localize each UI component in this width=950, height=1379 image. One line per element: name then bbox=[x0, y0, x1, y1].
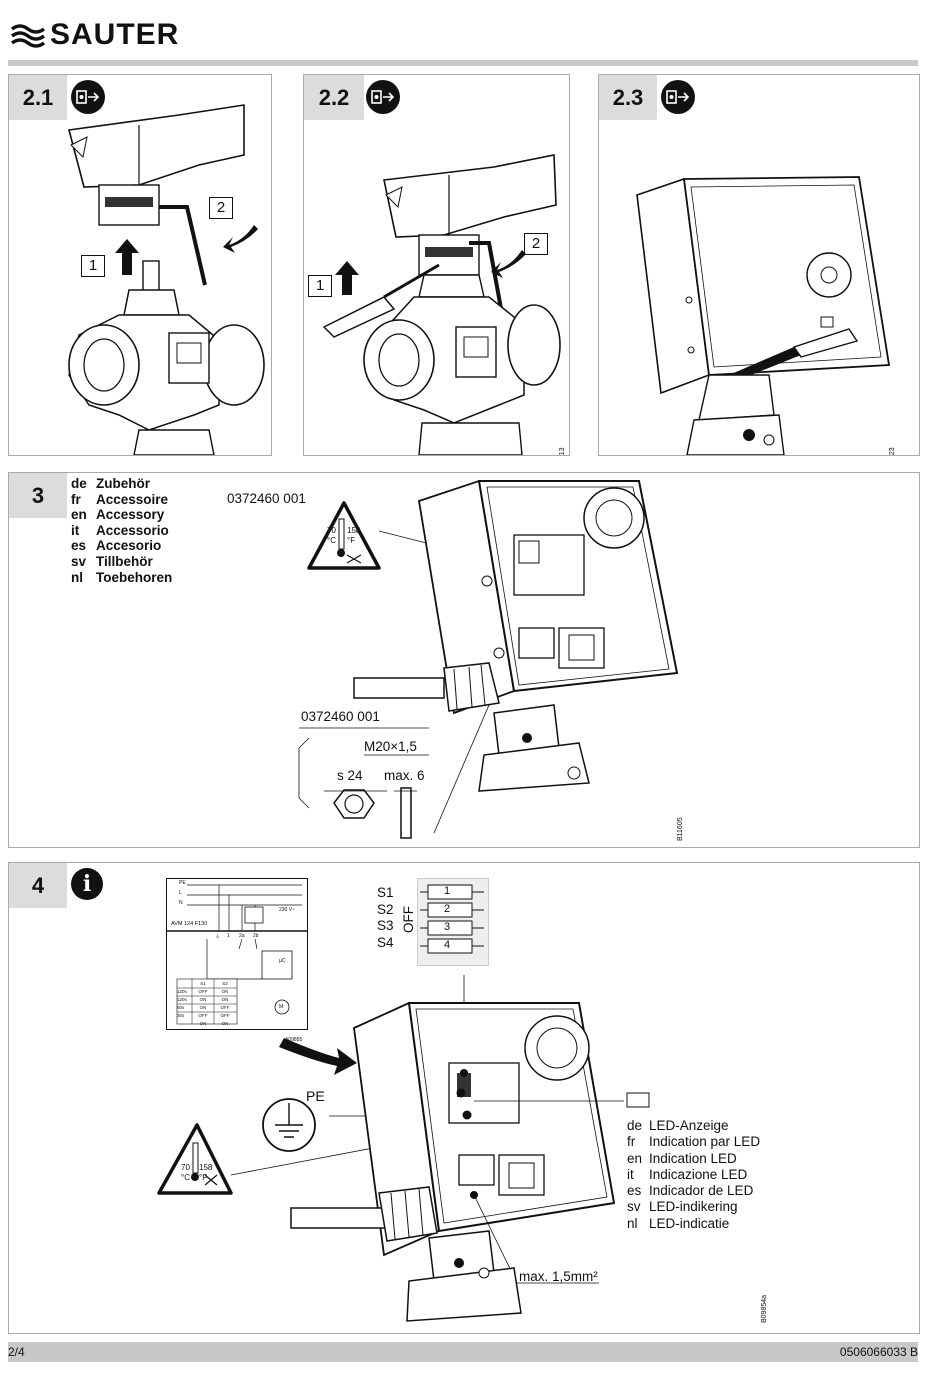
sauter-logo: SAUTER bbox=[10, 18, 179, 52]
switch-labels: S1 S2 S3 S4 bbox=[377, 885, 394, 951]
step-number: 2.1 bbox=[9, 75, 67, 120]
step-label-2: 2 bbox=[524, 233, 548, 255]
step-number: 2.2 bbox=[304, 75, 364, 120]
part-number-top: 0372460 001 bbox=[227, 491, 306, 506]
housing-open-drawing bbox=[636, 176, 891, 455]
diagram-l: L bbox=[179, 890, 182, 896]
panel-2-1: 2.1 1 2 bbox=[8, 74, 272, 456]
diagram-n: N bbox=[179, 900, 183, 906]
disconnect-power-icon bbox=[71, 80, 105, 114]
diagram-uc: µC bbox=[279, 958, 286, 964]
thread-size: M20×1,5 bbox=[364, 739, 417, 754]
panel-4-settings: 4 i PE L N 230 V~ AVM 124 F130 ⏚ 1 2a 2b… bbox=[8, 862, 920, 1334]
pe-label: PE bbox=[306, 1088, 325, 1104]
dip-switch-2[interactable]: 2 bbox=[444, 903, 451, 915]
step-label-1: 1 bbox=[308, 275, 332, 297]
diagram-terminal: 2b bbox=[253, 933, 259, 939]
brand-name: SAUTER bbox=[50, 18, 180, 51]
part-number-bottom: 0372460 001 bbox=[301, 709, 380, 724]
diagram-terminal: ⏚ bbox=[215, 934, 221, 940]
step-number: 2.3 bbox=[599, 75, 657, 120]
temp-celsius: 70 bbox=[181, 1163, 190, 1172]
dip-switch-3[interactable]: 3 bbox=[444, 921, 451, 933]
switch-label: S2 bbox=[377, 901, 394, 917]
unit-celsius: °C bbox=[327, 536, 336, 545]
drawing-code: B09854a bbox=[761, 1294, 768, 1323]
screwdriver-release-drawing bbox=[322, 154, 561, 455]
temp-fahrenheit: 158 bbox=[347, 526, 361, 535]
document-number: 0506066033 B bbox=[839, 1345, 918, 1359]
drawing-code: B11605 bbox=[677, 817, 684, 841]
diagram-voltage: 230 V~ bbox=[279, 907, 295, 913]
wire-size: max. 1,5mm² bbox=[519, 1269, 598, 1284]
dip-switch-block[interactable]: 1 2 3 4 bbox=[417, 878, 489, 966]
switch-label: S1 bbox=[377, 885, 394, 900]
info-icon: i bbox=[71, 868, 103, 900]
disconnect-power-icon bbox=[366, 80, 400, 114]
step-number: 4 bbox=[9, 863, 67, 908]
dip-switch-1[interactable]: 1 bbox=[444, 885, 451, 897]
drawing-code: 723 bbox=[889, 447, 896, 456]
step-number: 3 bbox=[9, 473, 67, 518]
step-label-2: 2 bbox=[209, 197, 233, 219]
panel-2-3: 2.3 723 bbox=[598, 74, 920, 456]
page-number: 2/4 bbox=[8, 1345, 25, 1359]
wiring-diagram: PE L N 230 V~ AVM 124 F130 ⏚ 1 2a 2b µC … bbox=[166, 878, 308, 1043]
diagram-m: M bbox=[279, 1004, 284, 1010]
max-thickness: max. 6 bbox=[384, 768, 425, 783]
diagram-terminal: 2a bbox=[239, 933, 245, 939]
footer-bar: 2/4 0506066033 B bbox=[8, 1342, 918, 1362]
switch-label: S3 bbox=[377, 918, 394, 933]
unit-fahrenheit: °F bbox=[199, 1173, 208, 1182]
temp-celsius: 70 bbox=[327, 526, 336, 535]
diagram-code: A09855 bbox=[285, 1037, 303, 1043]
dip-switch-4[interactable]: 4 bbox=[444, 939, 451, 951]
diagram-pe: PE bbox=[179, 880, 186, 886]
step-label-1: 1 bbox=[81, 255, 105, 277]
accessory-installation-drawing bbox=[298, 479, 679, 839]
switch-label: S4 bbox=[377, 934, 394, 950]
disconnect-power-icon bbox=[661, 80, 695, 114]
drawing-code: 3413 bbox=[559, 447, 566, 456]
actuator-wiring-drawing bbox=[157, 975, 650, 1322]
header-rule bbox=[8, 60, 918, 66]
diagram-terminal: 1 bbox=[227, 933, 230, 939]
unit-fahrenheit: °F bbox=[347, 536, 356, 545]
diagram-model: AVM 124 F130 bbox=[171, 921, 208, 927]
wrench-size: s 24 bbox=[337, 768, 363, 783]
temp-fahrenheit: 158 bbox=[199, 1163, 213, 1172]
actuator-removal-drawing bbox=[67, 104, 265, 455]
unit-celsius: °C bbox=[181, 1173, 190, 1182]
logo-waves-icon bbox=[10, 24, 46, 48]
panel-2-2: 2.2 1 2 3413 bbox=[303, 74, 570, 456]
